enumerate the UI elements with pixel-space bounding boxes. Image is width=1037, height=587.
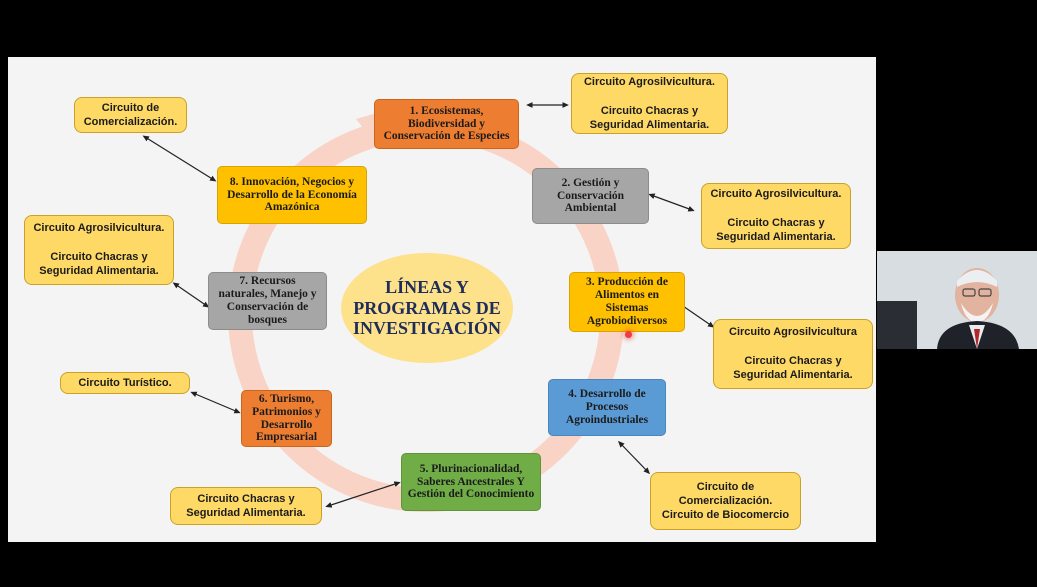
line-node-2: 2. Gestión y Conservación Ambiental — [532, 168, 649, 224]
line-node-5: 5. Plurinacionalidad, Saberes Ancestrale… — [401, 453, 541, 511]
circuit-box-6: Circuito Turístico. — [60, 372, 190, 394]
presentation-slide: LÍNEAS Y PROGRAMAS DE INVESTIGACIÓN 1. E… — [8, 57, 876, 542]
circuit-box-2: Circuito Agrosilvicultura. Circuito Chac… — [701, 183, 851, 249]
circuit-box-5: Circuito Chacras y Seguridad Alimentaria… — [170, 487, 322, 525]
circuit-box-7: Circuito Agrosilvicultura. Circuito Chac… — [24, 215, 174, 285]
presenter-video[interactable] — [877, 251, 1037, 349]
line-node-7: 7. Recursos naturales, Manejo y Conserva… — [208, 272, 327, 330]
connector-arrow — [172, 282, 210, 308]
line-node-3: 3. Producción de Alimentos en Sistemas A… — [569, 272, 685, 332]
line-node-8: 8. Innovación, Negocios y Desarrollo de … — [217, 166, 367, 224]
connector-arrow — [190, 391, 241, 414]
webcam-feed-icon — [877, 251, 1037, 349]
connector-arrow — [142, 135, 217, 182]
circuit-box-3: Circuito Agrosilvicultura Circuito Chacr… — [713, 319, 873, 389]
circuit-box-8: Circuito de Comercialización. — [74, 97, 187, 133]
line-node-4: 4. Desarrollo de Procesos Agroindustrial… — [548, 379, 666, 436]
line-node-1: 1. Ecosistemas, Biodiversidad y Conserva… — [374, 99, 519, 149]
laser-pointer-icon — [625, 331, 632, 338]
connector-arrow — [677, 302, 715, 328]
connector-arrow — [325, 481, 401, 508]
connector-arrow — [617, 440, 651, 475]
center-title: LÍNEAS Y PROGRAMAS DE INVESTIGACIÓN — [341, 253, 513, 363]
circuit-box-4: Circuito de Comercialización. Circuito d… — [650, 472, 801, 530]
circuit-box-1: Circuito Agrosilvicultura. Circuito Chac… — [571, 73, 728, 134]
connector-arrow — [648, 193, 695, 212]
line-node-6: 6. Turismo, Patrimonios y Desarrollo Emp… — [241, 390, 332, 447]
